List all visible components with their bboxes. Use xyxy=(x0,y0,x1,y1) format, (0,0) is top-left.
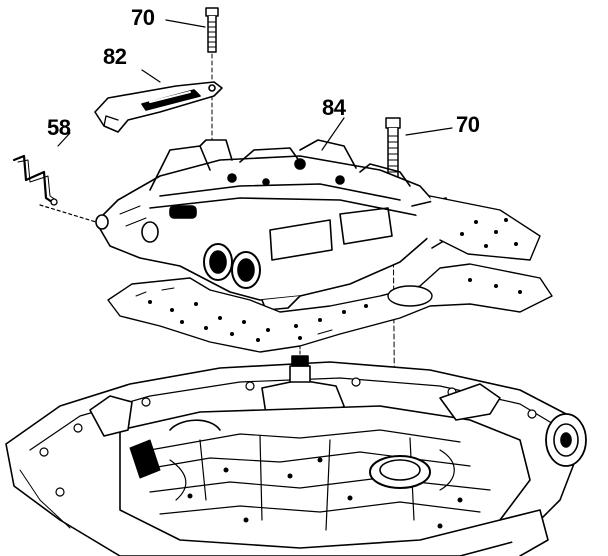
bolt-70-top xyxy=(205,7,219,141)
leader-lines xyxy=(39,19,453,223)
link-58 xyxy=(12,154,58,206)
callout-bolt-70-top: 70 xyxy=(131,5,155,30)
callout-bolt-70-right: 70 xyxy=(456,112,480,137)
callout-link-58: 58 xyxy=(47,115,71,140)
bracket-82 xyxy=(94,81,223,133)
callout-bracket-82: 82 xyxy=(103,44,127,69)
valve-body-84 xyxy=(95,139,453,311)
transmission-case xyxy=(5,345,587,556)
callout-valve-body-84: 84 xyxy=(322,95,346,120)
separator-plate xyxy=(107,195,553,353)
